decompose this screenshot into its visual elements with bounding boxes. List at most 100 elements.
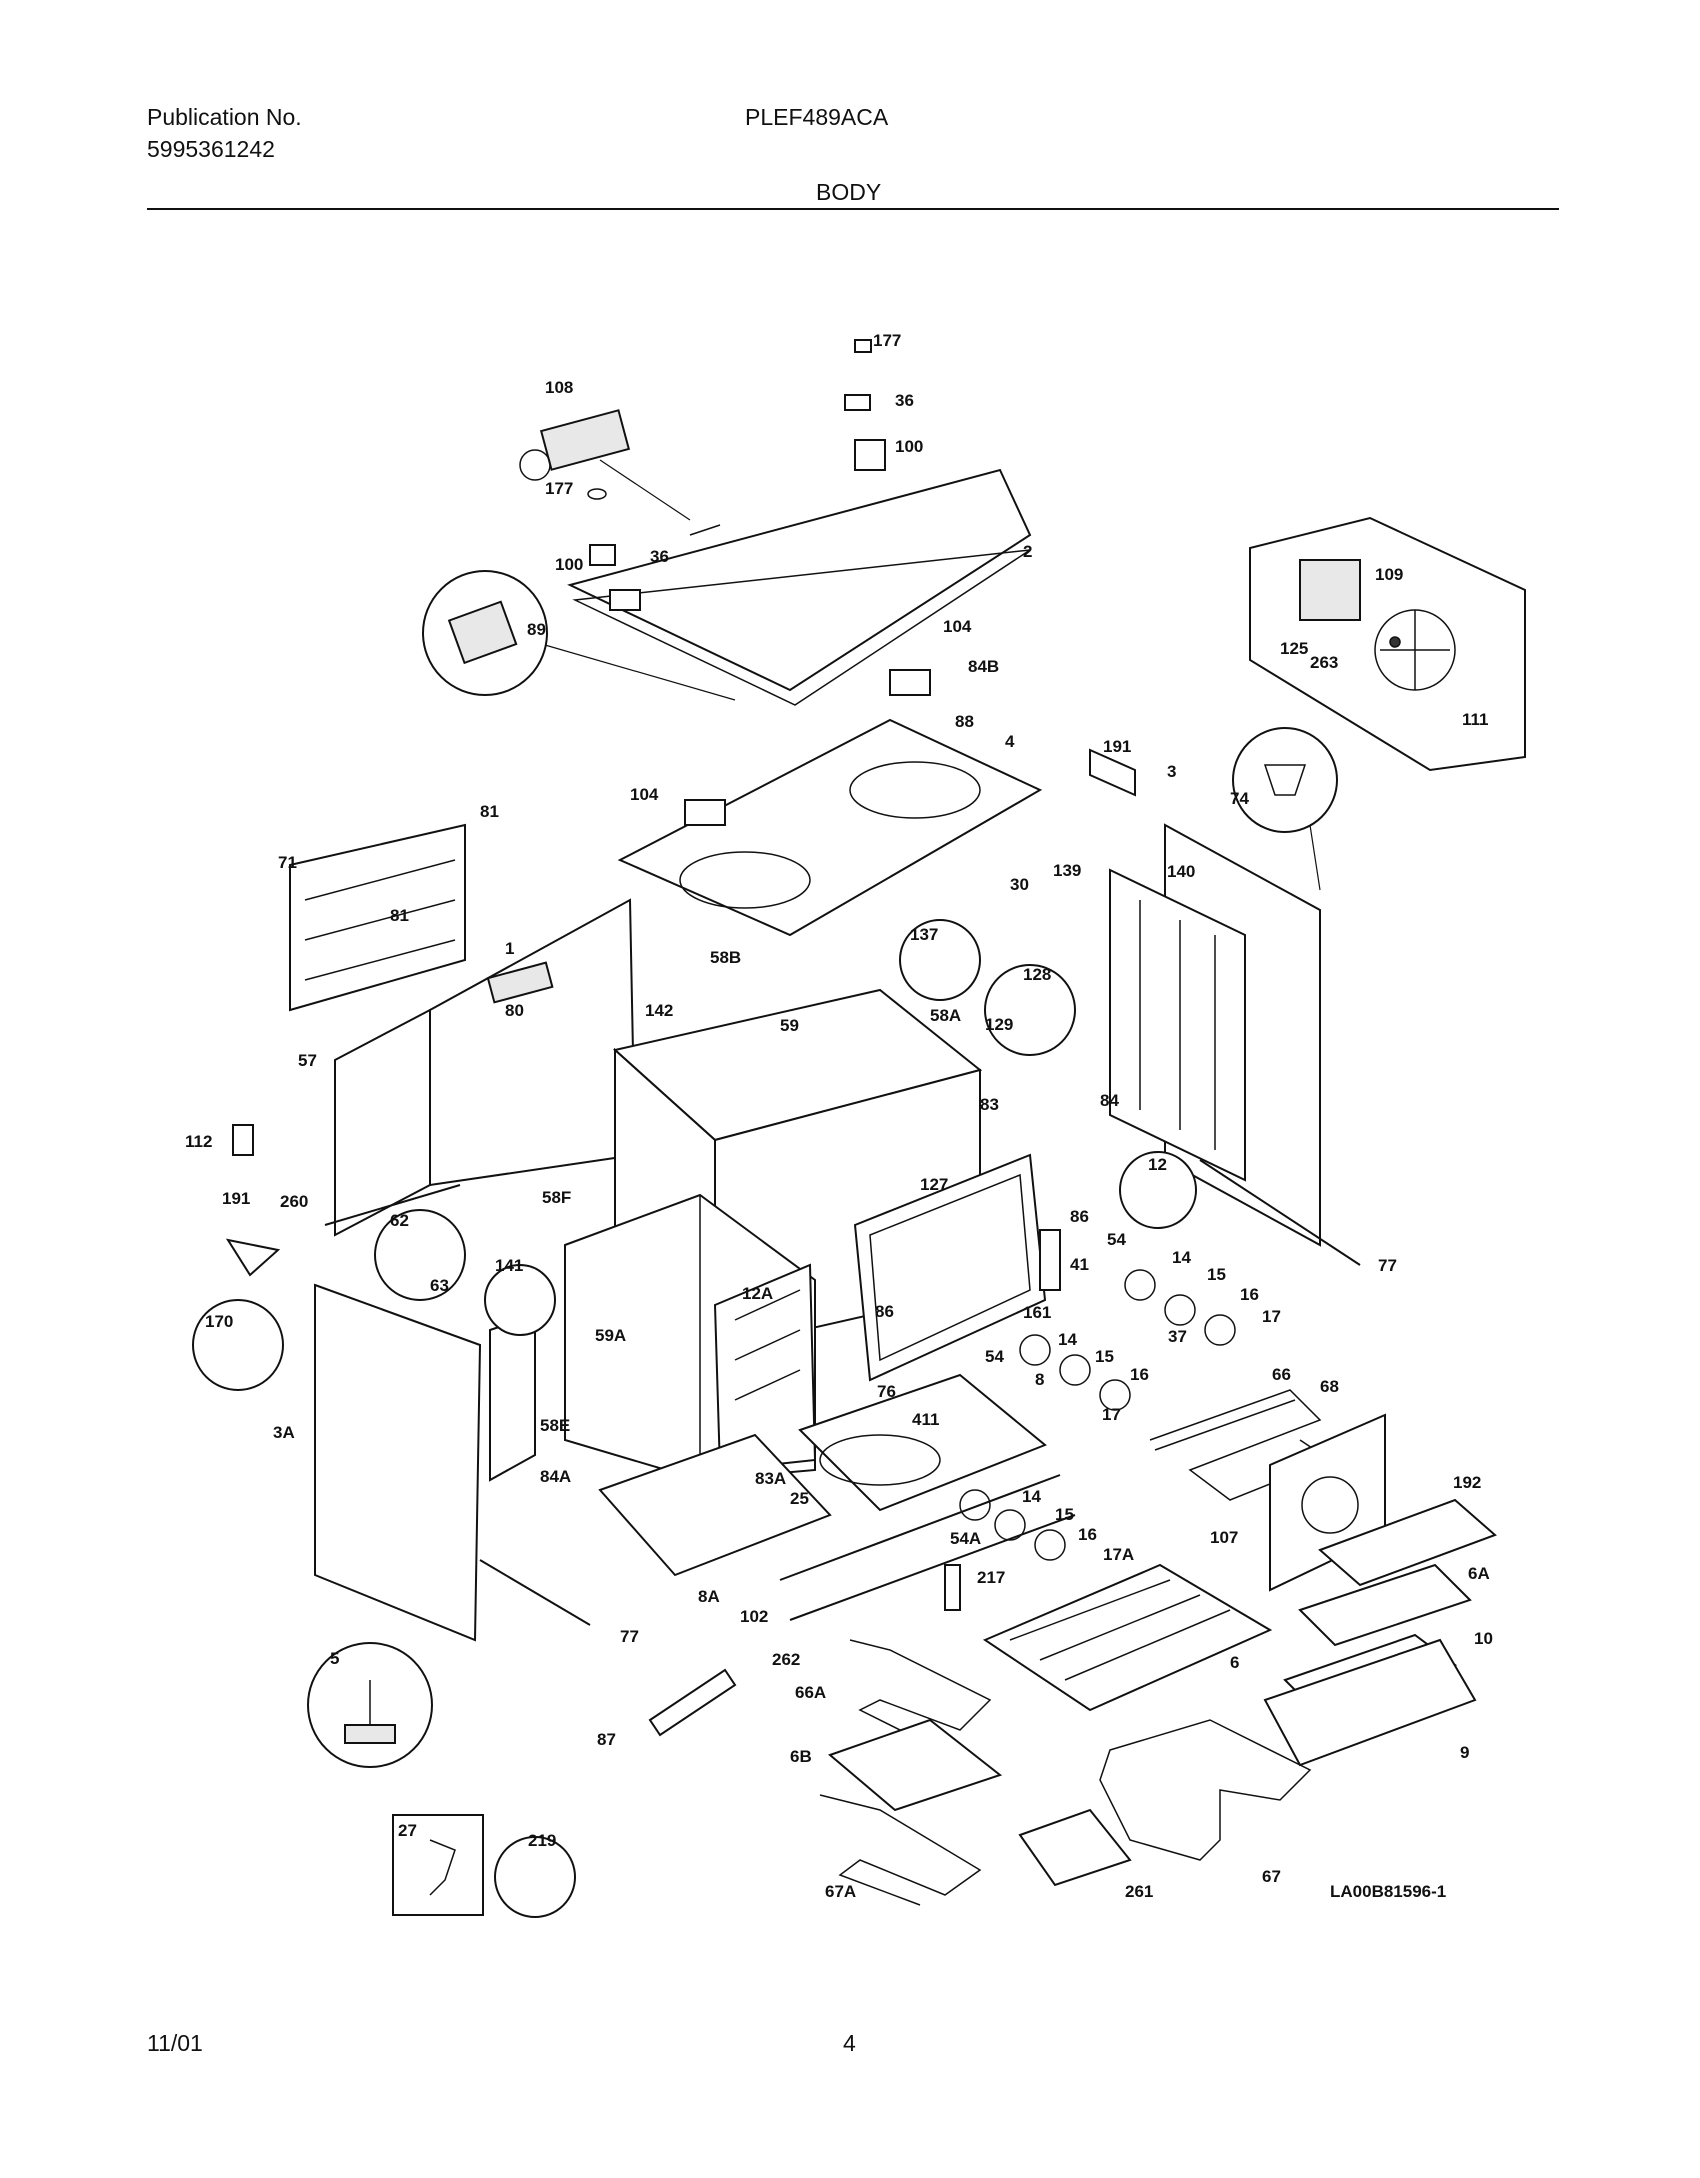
callout-label: 6A bbox=[1468, 1564, 1490, 1583]
small-parts bbox=[225, 1124, 1061, 1611]
callout-label: 9 bbox=[1460, 1743, 1469, 1762]
callout-label: 86 bbox=[875, 1302, 894, 1321]
callout-label: 191 bbox=[1103, 737, 1131, 756]
callout-label: 68 bbox=[1320, 1377, 1339, 1396]
callout-label: 12 bbox=[1148, 1155, 1167, 1174]
callout-label: 104 bbox=[630, 785, 659, 804]
cooling-fan-assembly bbox=[519, 409, 691, 521]
left-frame bbox=[334, 898, 637, 1237]
callout-label: 67 bbox=[1262, 1867, 1281, 1886]
callout-label: 100 bbox=[895, 437, 923, 456]
callout-label: 170 bbox=[205, 1312, 233, 1331]
callout-label: 80 bbox=[505, 1001, 524, 1020]
callout-label: 36 bbox=[895, 391, 914, 410]
callout-label: 17 bbox=[1102, 1405, 1121, 1424]
callout-label: 104 bbox=[943, 617, 972, 636]
callout-label: 84B bbox=[968, 657, 999, 676]
callout-label: 54 bbox=[1107, 1230, 1126, 1249]
callout-label: 108 bbox=[545, 378, 573, 397]
callout-label: 58B bbox=[710, 948, 741, 967]
callout-label: 219 bbox=[528, 1831, 556, 1850]
callout-label: 260 bbox=[280, 1192, 308, 1211]
callout-label: 54A bbox=[950, 1529, 981, 1548]
callout-label: 25 bbox=[790, 1489, 809, 1508]
callout-label: 62 bbox=[390, 1211, 409, 1230]
callout-label: 8 bbox=[1035, 1370, 1044, 1389]
callout-label: 6B bbox=[790, 1747, 812, 1766]
callout-label: 77 bbox=[620, 1627, 639, 1646]
callout-label: 81 bbox=[390, 906, 409, 925]
callout-label: 84A bbox=[540, 1467, 571, 1486]
callout-label: 67A bbox=[825, 1882, 856, 1901]
diagram-code: LA00B81596-1 bbox=[1330, 1882, 1446, 1901]
callout-label: 4 bbox=[1005, 732, 1015, 751]
callout-label: 59 bbox=[780, 1016, 799, 1035]
callout-label: 261 bbox=[1125, 1882, 1153, 1901]
callout-label: 6 bbox=[1230, 1653, 1239, 1672]
callout-label: 8A bbox=[698, 1587, 720, 1606]
callout-label: 54 bbox=[985, 1347, 1004, 1366]
callout-label: 63 bbox=[430, 1276, 449, 1295]
publication-label: Publication No. bbox=[147, 104, 302, 130]
oven-door-frame bbox=[853, 1153, 1047, 1382]
oven-top-panel bbox=[617, 669, 1043, 937]
callout-label: 76 bbox=[877, 1382, 896, 1401]
detail-circles bbox=[192, 919, 1197, 1918]
callout-label: 142 bbox=[645, 1001, 673, 1020]
footer-date: 11/01 bbox=[147, 2030, 203, 2056]
callout-label: 27 bbox=[398, 1821, 417, 1840]
header-rule bbox=[147, 208, 1559, 210]
detail-5-circle bbox=[307, 1642, 433, 1768]
callout-label: 192 bbox=[1453, 1473, 1481, 1492]
callout-label: 161 bbox=[1023, 1303, 1051, 1322]
callout-label: 102 bbox=[740, 1607, 768, 1626]
callout-label: 100 bbox=[555, 555, 583, 574]
callout-label: 177 bbox=[545, 479, 573, 498]
section-title: BODY bbox=[816, 179, 882, 205]
callout-label: 14 bbox=[1022, 1487, 1041, 1506]
light-bulbs bbox=[959, 1269, 1236, 1561]
detail-74-circle bbox=[1232, 727, 1338, 891]
callout-label: 262 bbox=[772, 1650, 800, 1669]
callout-label: 66A bbox=[795, 1683, 826, 1702]
callout-label: 58A bbox=[930, 1006, 961, 1025]
callout-label: 12A bbox=[742, 1284, 773, 1303]
callout-label: 1 bbox=[505, 939, 514, 958]
callout-label: 71 bbox=[278, 853, 297, 872]
callout-label: 5 bbox=[330, 1649, 339, 1668]
detail-89-circle bbox=[422, 570, 736, 701]
callout-label: 15 bbox=[1055, 1505, 1074, 1524]
callout-label: 81 bbox=[480, 802, 499, 821]
callout-label: 17A bbox=[1103, 1545, 1134, 1564]
callout-label: 86 bbox=[1070, 1207, 1089, 1226]
callout-label: 112 bbox=[185, 1132, 212, 1151]
callout-label: 129 bbox=[985, 1015, 1013, 1034]
callout-label: 107 bbox=[1210, 1528, 1238, 1547]
bottom-rails bbox=[324, 1159, 1361, 1626]
callout-label: 16 bbox=[1240, 1285, 1259, 1304]
detail-27-box bbox=[392, 1814, 484, 1916]
page-number: 4 bbox=[843, 2030, 856, 2056]
callout-label: 87 bbox=[597, 1730, 616, 1749]
callout-label: 77 bbox=[1378, 1256, 1397, 1275]
top-panel bbox=[567, 468, 1032, 706]
callout-label: 14 bbox=[1172, 1248, 1191, 1267]
callout-label: 109 bbox=[1375, 565, 1403, 584]
callout-label: 74 bbox=[1230, 789, 1249, 808]
callout-label: 58F bbox=[542, 1188, 571, 1207]
left-side-panel bbox=[314, 1283, 536, 1642]
heating-elements bbox=[819, 1639, 1312, 1906]
callout-label: 3 bbox=[1167, 762, 1176, 781]
callout-label: 57 bbox=[298, 1051, 317, 1070]
oven-bottom-pans bbox=[598, 1373, 1047, 1577]
callout-label: 41 bbox=[1070, 1255, 1089, 1274]
callout-label: 2 bbox=[1023, 542, 1032, 561]
callout-label: 15 bbox=[1095, 1347, 1114, 1366]
rear-panel bbox=[289, 823, 466, 1012]
callout-label: 177 bbox=[873, 331, 901, 350]
callout-label: 58E bbox=[540, 1416, 570, 1435]
callout-label: 66 bbox=[1272, 1365, 1291, 1384]
callout-label: 83 bbox=[980, 1095, 999, 1114]
callout-label: 15 bbox=[1207, 1265, 1226, 1284]
